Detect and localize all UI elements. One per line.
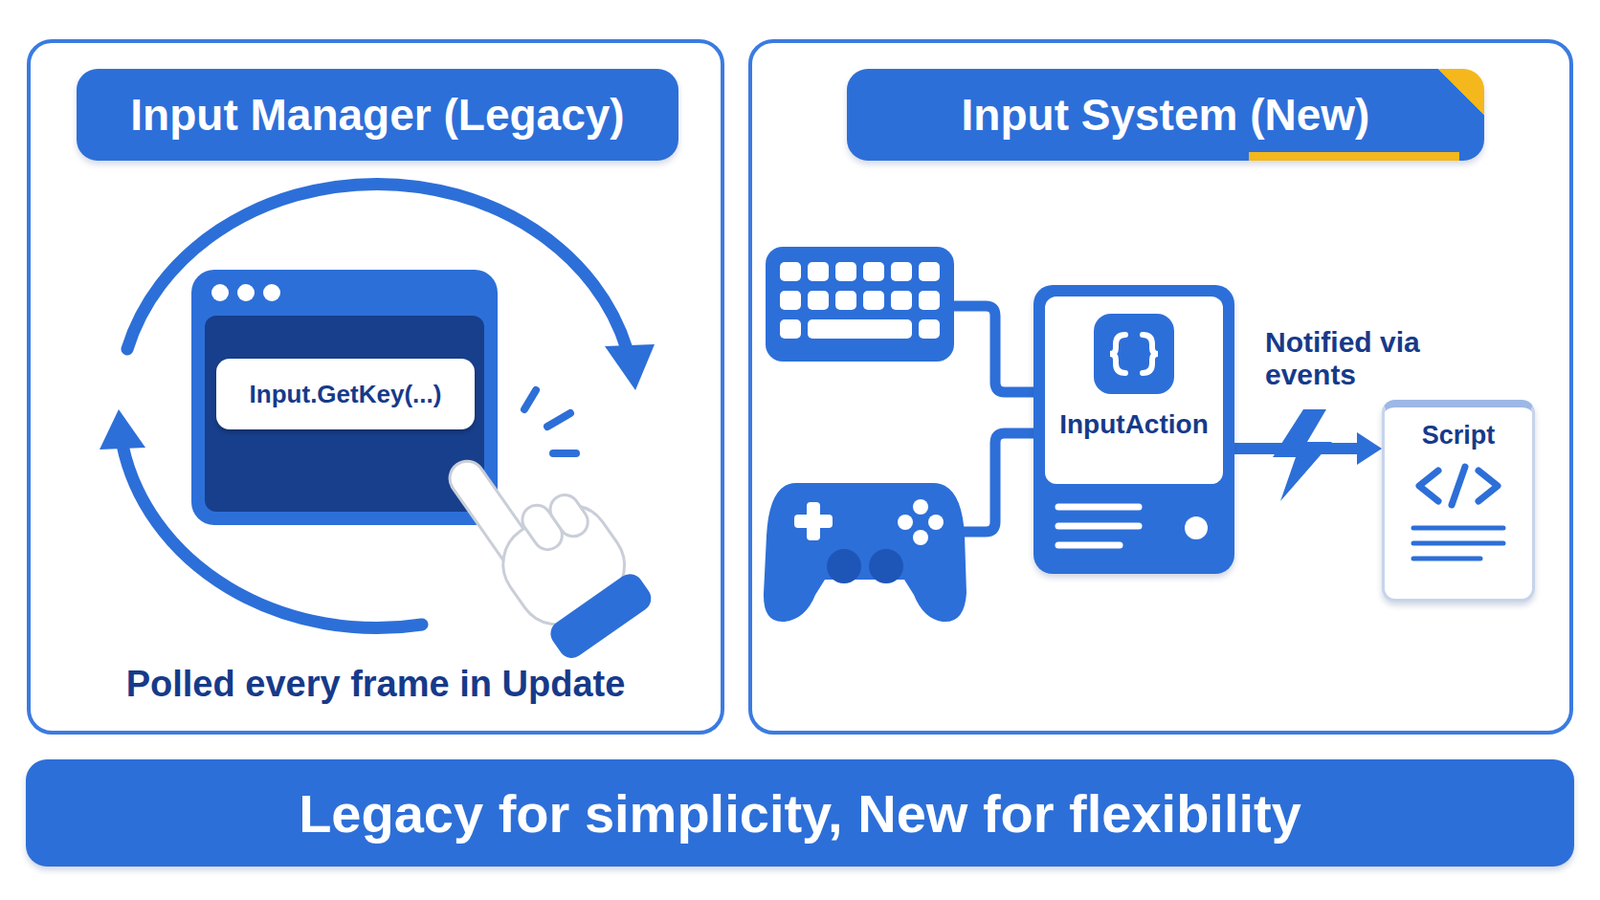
arrow-head xyxy=(1356,432,1382,466)
script-line xyxy=(1413,526,1504,532)
event-arrow xyxy=(1234,432,1382,466)
device-line xyxy=(1058,504,1139,512)
click-mark xyxy=(547,413,571,427)
gamepad-button xyxy=(928,514,944,531)
pointing-hand xyxy=(435,415,659,667)
window-screen xyxy=(204,315,485,512)
heading-pill: Input System (New) xyxy=(846,68,1485,161)
keyboard-keys xyxy=(779,262,940,339)
key xyxy=(918,290,940,311)
code-label: Input.GetKey(...) xyxy=(216,358,475,430)
device-line xyxy=(1058,523,1139,531)
key xyxy=(807,262,829,282)
code-symbol xyxy=(1478,470,1498,502)
code-icon xyxy=(1093,313,1175,395)
key xyxy=(863,262,885,282)
keyboard-icon xyxy=(765,246,955,362)
gamepad-button xyxy=(897,514,913,531)
key xyxy=(835,262,857,282)
caption-label: Polled every frame in Update xyxy=(28,664,723,706)
script-card: Script xyxy=(1381,400,1535,602)
key xyxy=(779,290,801,311)
window-dot xyxy=(237,284,255,302)
dpad xyxy=(806,502,821,541)
key xyxy=(890,262,912,282)
gamepad-icon xyxy=(763,483,967,623)
right-panel xyxy=(750,41,1572,734)
gamepad-button xyxy=(912,499,929,515)
device-wire xyxy=(954,306,1036,393)
code-symbol xyxy=(1419,470,1439,502)
edge-label: Notified via events xyxy=(1265,326,1443,392)
key xyxy=(779,262,801,282)
key xyxy=(863,290,885,311)
arrow-head xyxy=(604,344,655,391)
node-text: Input.GetKey(...) xyxy=(249,379,443,410)
code-symbol xyxy=(1451,466,1466,506)
key xyxy=(779,319,801,339)
arrow-head xyxy=(99,409,146,450)
connector-line xyxy=(1234,443,1361,455)
node-text: Input Manager (Legacy) xyxy=(130,88,624,141)
device-dot xyxy=(1184,516,1208,540)
heading-pill: Input Manager (Legacy) xyxy=(76,68,679,161)
device-screen xyxy=(1044,296,1223,485)
key xyxy=(835,290,857,311)
device-line xyxy=(1058,542,1120,550)
window-dot xyxy=(211,284,229,302)
node-text: InputAction xyxy=(1033,409,1235,441)
key xyxy=(890,290,912,311)
event-bolt xyxy=(1272,409,1333,502)
brace-symbol xyxy=(1142,334,1158,374)
click-mark xyxy=(553,449,577,458)
summary-band: Legacy for simplicity, New for flexibili… xyxy=(25,759,1575,867)
device-wire xyxy=(963,433,1036,533)
key xyxy=(918,319,940,339)
script-line xyxy=(1413,541,1504,547)
gamepad-button xyxy=(912,530,929,546)
thumbstick xyxy=(826,549,862,584)
key xyxy=(807,290,829,311)
left-panel xyxy=(28,41,723,734)
input-action-device: InputAction xyxy=(1033,285,1235,575)
node-text: Script xyxy=(1384,421,1533,451)
node-text: Input System (New) xyxy=(961,88,1371,141)
click-mark xyxy=(524,390,536,410)
key xyxy=(918,262,940,282)
script-line xyxy=(1413,556,1481,562)
key xyxy=(807,319,912,339)
window-dot xyxy=(263,284,281,302)
node-text: Legacy for simplicity, New for flexibili… xyxy=(298,782,1302,845)
brace-symbol xyxy=(1110,334,1126,374)
thumbstick xyxy=(868,549,904,584)
